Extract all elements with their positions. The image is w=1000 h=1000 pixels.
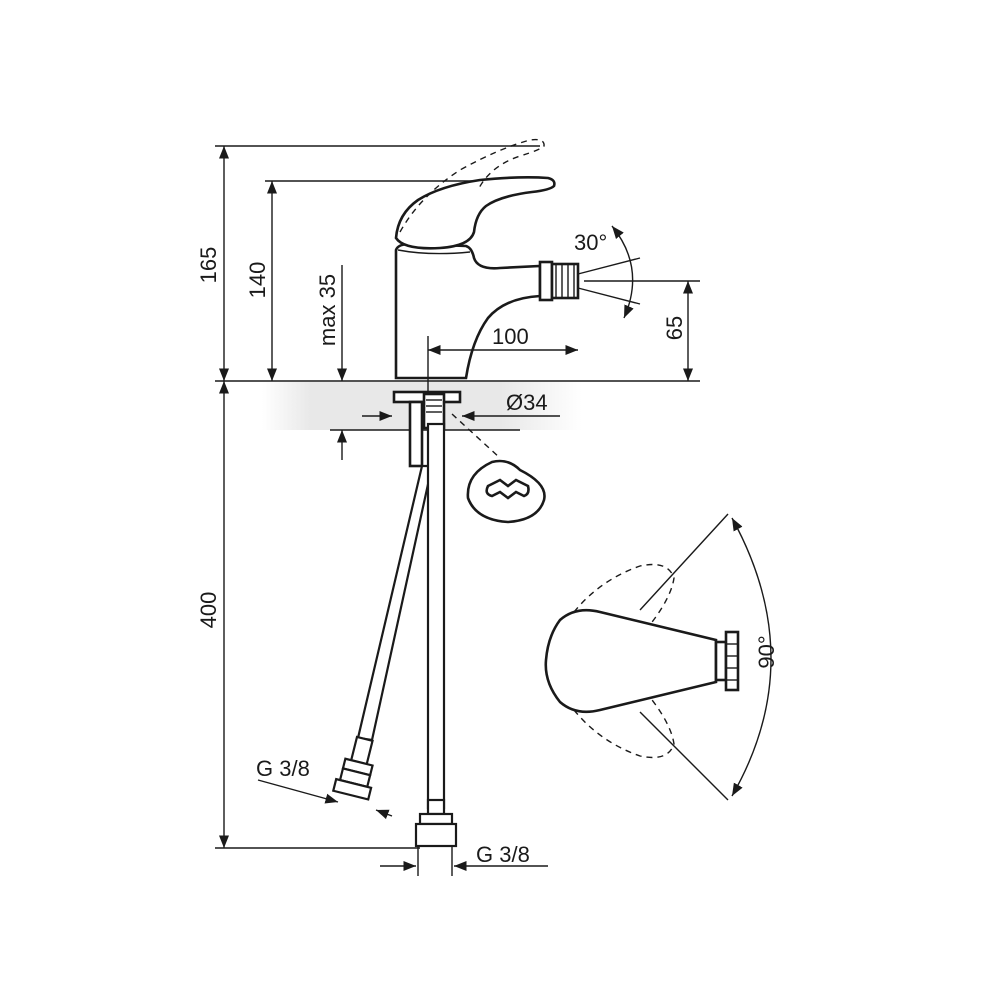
hoses [331,422,458,848]
label-g38-right: G 3/8 [476,842,530,867]
label-30deg: 30° [574,230,607,255]
dimension-65: 65 [584,280,700,381]
thread-left: G 3/8 [256,756,393,820]
label-400: 400 [196,592,221,629]
top-view: 90° [544,513,779,801]
label-100: 100 [492,324,529,349]
thread-right: G 3/8 [380,842,548,876]
dimension-400: 400 [196,381,420,849]
faucet-body [394,138,580,380]
label-65: 65 [662,316,687,340]
label-max-35: max 35 [315,274,340,346]
countertop [215,380,700,430]
label-165: 165 [196,247,221,284]
horseshoe-clip [466,459,546,524]
label-90deg: 90° [754,635,779,668]
label-140: 140 [245,262,270,299]
label-g38-left: G 3/8 [256,756,310,781]
dimension-max-35: max 35 [315,265,520,460]
dimension-100: 100 [427,324,578,395]
spray-angle: 30° [574,225,641,319]
label-diameter-34: Ø34 [506,390,548,415]
dimension-165: 165 [196,145,540,381]
